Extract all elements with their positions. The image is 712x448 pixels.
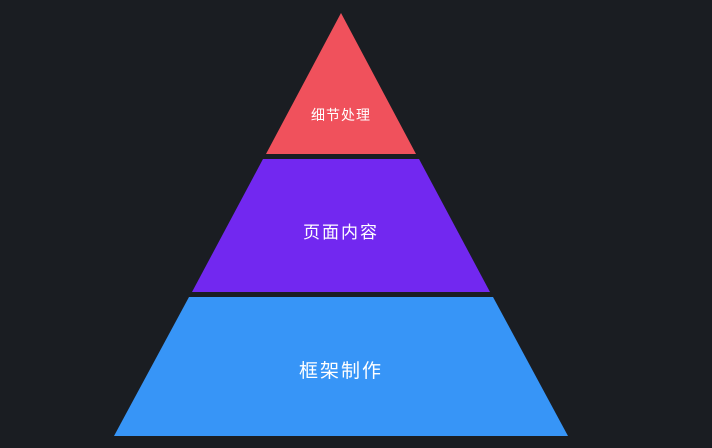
pyramid-layer-middle-label: 页面内容: [303, 223, 379, 243]
pyramid-layer-top: [266, 13, 416, 154]
pyramid-layer-bottom: [114, 297, 568, 436]
pyramid-layer-bottom-label: 框架制作: [299, 360, 383, 382]
pyramid-layer-top-label: 细节处理: [311, 108, 371, 124]
pyramid-layer-middle: [192, 159, 490, 292]
